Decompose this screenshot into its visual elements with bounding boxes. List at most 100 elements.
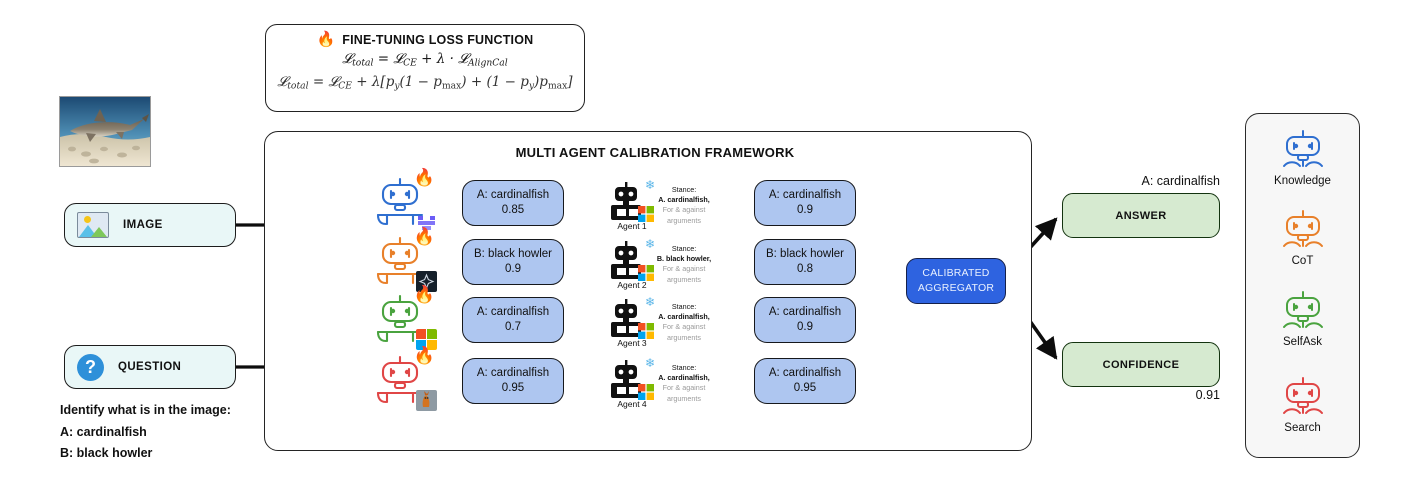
loss-equation-2: 𝓛total = 𝓛CE + λ[py(1 − pmax) + (1 − py)… xyxy=(277,73,573,92)
stance-line-1: For & against xyxy=(662,264,706,274)
snowflake-icon: ❄ xyxy=(644,295,655,309)
stance-line-1: For & against xyxy=(662,383,706,393)
snowflake-icon: ❄ xyxy=(644,356,655,370)
agent-stance-3: Stance: A. cardinalfish, For & against a… xyxy=(650,363,718,404)
microsoft-logo xyxy=(638,206,654,222)
prediction-score: 0.7 xyxy=(505,321,521,333)
agent-node-3[interactable]: ❄ Agent 4 xyxy=(608,356,655,409)
legend-label: Knowledge xyxy=(1274,175,1331,187)
agent-robot-icon xyxy=(611,182,641,220)
question-label: QUESTION xyxy=(118,361,182,373)
robot-green-icon xyxy=(376,294,424,343)
answer-value: A: cardinalfish xyxy=(1141,174,1220,188)
prediction-answer: A: cardinalfish xyxy=(476,305,550,318)
stance-line-2: arguments xyxy=(667,215,701,225)
snowflake-icon: ❄ xyxy=(644,178,655,192)
stance-line-2: arguments xyxy=(667,332,701,342)
stance-head: Stance: xyxy=(671,185,697,194)
agent-stance-2: Stance: A. cardinalfish, For & against a… xyxy=(650,302,718,343)
agent-label: Agent 4 xyxy=(617,399,647,409)
model-robot-3[interactable]: 🔥 xyxy=(375,347,437,411)
loss-equation-1: 𝓛total = 𝓛CE + λ · 𝓛AlignCal xyxy=(342,51,508,69)
legend-item-search[interactable]: Search xyxy=(1245,375,1360,434)
agent-robot-icon xyxy=(611,360,641,398)
calibrated-aggregator[interactable]: CALIBRATED AGGREGATOR xyxy=(906,258,1006,304)
microsoft-logo xyxy=(638,265,654,281)
model-robot-2[interactable]: 🔥 xyxy=(375,286,437,350)
image-input-pill[interactable]: IMAGE xyxy=(64,203,236,247)
round1-prediction-3[interactable]: A: cardinalfish 0.95 xyxy=(462,358,564,404)
stance-head: Stance: xyxy=(671,363,697,372)
agent-node-0[interactable]: ❄ Agent 1 xyxy=(608,178,655,231)
robot-blue-icon xyxy=(1282,130,1323,167)
fire-icon: 🔥 xyxy=(413,346,435,365)
model-robot-0[interactable]: 🔥 xyxy=(375,169,435,230)
question-option-b: B: black howler xyxy=(60,446,153,460)
robot-red-icon xyxy=(376,355,424,404)
agent-label: Agent 2 xyxy=(617,280,647,290)
robot-red-icon xyxy=(1282,377,1323,414)
loss-function-card: 🔥 FINE-TUNING LOSS FUNCTION 𝓛total = 𝓛CE… xyxy=(265,24,585,112)
round1-prediction-1[interactable]: B: black howler 0.9 xyxy=(462,239,564,285)
image-label: IMAGE xyxy=(123,219,163,231)
question-options: Identify what is in the image: A: cardin… xyxy=(60,400,290,465)
prediction-answer: A: cardinalfish xyxy=(768,366,842,379)
legend-panel xyxy=(1245,113,1360,458)
agent-node-1[interactable]: ❄ Agent 2 xyxy=(608,238,655,290)
robot-green-icon xyxy=(1282,291,1323,328)
agent-robot-icon xyxy=(611,241,641,279)
agent-label: Agent 1 xyxy=(617,221,647,231)
legend-item-knowledge[interactable]: Knowledge xyxy=(1245,128,1360,187)
llama-logo xyxy=(416,390,437,411)
mistral-logo xyxy=(416,212,437,233)
round2-prediction-2[interactable]: A: cardinalfish 0.9 xyxy=(754,297,856,343)
stance-head: Stance: xyxy=(671,244,697,253)
stance-line-1: For & against xyxy=(662,322,706,332)
prediction-score: 0.9 xyxy=(505,263,521,275)
fire-icon: 🔥 xyxy=(413,168,435,187)
round1-prediction-2[interactable]: A: cardinalfish 0.7 xyxy=(462,297,564,343)
prediction-score: 0.95 xyxy=(793,382,817,394)
aggregator-line-2: AGGREGATOR xyxy=(917,282,995,294)
legend-label: CoT xyxy=(1291,255,1314,267)
confidence-value: 0.91 xyxy=(1195,388,1220,402)
framework-title: MULTI AGENT CALIBRATION FRAMEWORK xyxy=(515,145,795,160)
round2-prediction-0[interactable]: A: cardinalfish 0.9 xyxy=(754,180,856,226)
prediction-score: 0.9 xyxy=(797,321,813,333)
answer-box[interactable]: ANSWER xyxy=(1062,193,1220,238)
prediction-answer: A: cardinalfish xyxy=(768,188,842,201)
legend-item-cot[interactable]: CoT xyxy=(1245,208,1360,267)
picture-icon xyxy=(77,212,109,238)
question-prompt: Identify what is in the image: xyxy=(60,403,231,417)
microsoft-logo xyxy=(638,384,654,400)
agent-robot-icon xyxy=(611,299,641,337)
prediction-answer: A: cardinalfish xyxy=(768,305,842,318)
robot-orange-icon xyxy=(1282,210,1323,247)
model-robot-1[interactable]: 🔥 xyxy=(375,228,437,292)
legend-item-selfask[interactable]: SelfAsk xyxy=(1245,289,1360,348)
robot-orange-icon xyxy=(376,236,424,285)
stance-line-1: For & against xyxy=(662,205,706,215)
fire-icon: 🔥 xyxy=(316,31,336,48)
loss-title-row: 🔥 FINE-TUNING LOSS FUNCTION xyxy=(317,32,534,47)
round1-prediction-0[interactable]: A: cardinalfish 0.85 xyxy=(462,180,564,226)
prediction-answer: B: black howler xyxy=(474,247,552,260)
agent-stance-0: Stance: A. cardinalfish, For & against a… xyxy=(650,185,718,226)
prediction-answer: A: cardinalfish xyxy=(476,366,550,379)
agent-stance-1: Stance: B. black howler, For & against a… xyxy=(650,244,718,285)
question-mark-icon: ? xyxy=(77,353,104,381)
legend-label: Search xyxy=(1284,422,1321,434)
prediction-score: 0.8 xyxy=(797,263,813,275)
question-input-pill[interactable]: ? QUESTION xyxy=(64,345,236,389)
round2-prediction-3[interactable]: A: cardinalfish 0.95 xyxy=(754,358,856,404)
prediction-score: 0.85 xyxy=(501,204,525,216)
legend-label: SelfAsk xyxy=(1283,336,1322,348)
dark-star-logo xyxy=(416,271,437,292)
agent-node-2[interactable]: ❄ Agent 3 xyxy=(608,295,655,348)
microsoft-logo xyxy=(638,323,654,339)
round2-prediction-1[interactable]: B: black howler 0.8 xyxy=(754,239,856,285)
confidence-box[interactable]: CONFIDENCE xyxy=(1062,342,1220,387)
aggregator-line-1: CALIBRATED xyxy=(922,267,990,280)
prediction-score: 0.9 xyxy=(797,204,813,216)
prediction-answer: B: black howler xyxy=(766,247,844,260)
